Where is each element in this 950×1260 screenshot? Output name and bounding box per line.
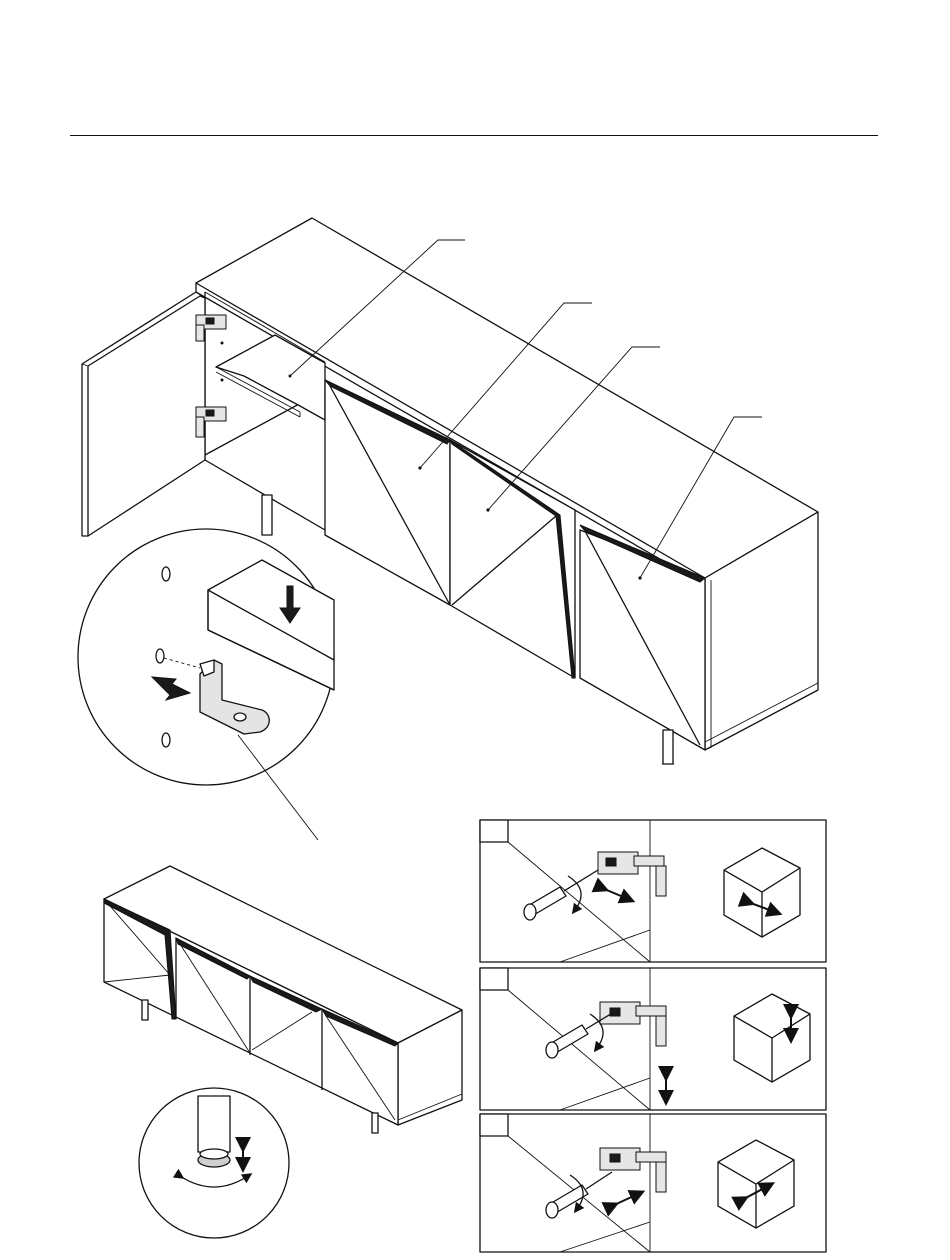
hinge-icon [196,315,226,341]
hinge-icon [196,407,226,437]
leveling-foot-detail [139,1088,289,1238]
hinge-adjust-side [480,1114,826,1252]
sideboard-closed [104,866,462,1133]
shelf-pin-detail [78,529,334,840]
hinge-adjust-depth [480,820,826,962]
hinge-adjust-height [480,968,826,1110]
